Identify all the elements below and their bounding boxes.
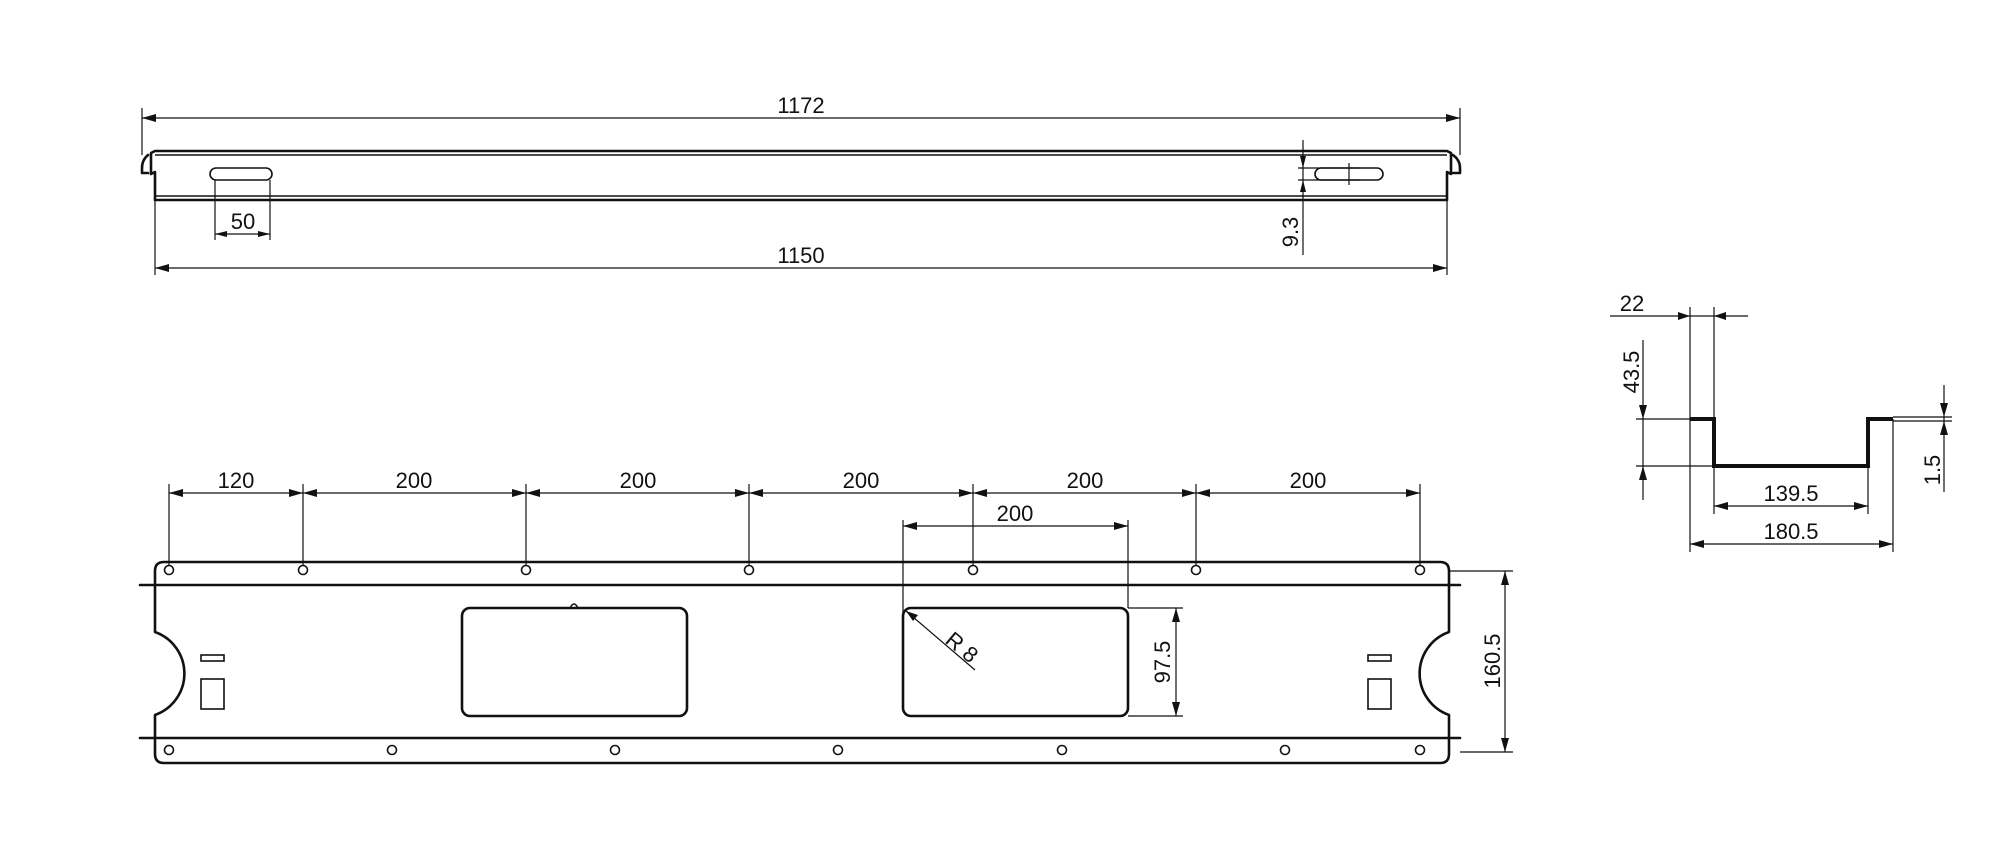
side-view: 1172 1150 50 9.3	[140, 93, 1462, 275]
hole	[1414, 744, 1426, 756]
dim-180.5-arrow-left	[1690, 540, 1704, 548]
dim-97.5-label: 97.5	[1150, 641, 1175, 684]
radius-leader-arrow	[906, 611, 918, 621]
dim-160.5-arrow-top	[1501, 571, 1509, 585]
dim-window-arrow-left	[903, 522, 917, 530]
pitch-label: 200	[1290, 468, 1327, 493]
pitch-arrow	[1406, 489, 1420, 497]
side-view-outline	[149, 149, 1453, 202]
hole	[163, 564, 175, 576]
hole	[520, 564, 532, 576]
dim-22-label: 22	[1620, 291, 1644, 316]
dim-139.5-arrow-right	[1854, 502, 1868, 510]
hole	[967, 564, 979, 576]
bottom-hole-row	[163, 744, 1426, 756]
left-hook	[140, 153, 150, 175]
pitch-arrow	[289, 489, 303, 497]
pitch-dimension-chain: 120 200 200 200 200 200	[168, 468, 1421, 565]
pitch-label: 200	[620, 468, 657, 493]
pitch-label-120: 120	[218, 468, 255, 493]
dim-9.3-arrow-bottom	[1300, 180, 1306, 192]
dim-window-arrow-right	[1114, 522, 1128, 530]
radius-leader	[905, 610, 976, 671]
hole	[1190, 564, 1202, 576]
dim-1.5-arrow-top	[1940, 403, 1948, 417]
dim-160.5-label: 160.5	[1480, 633, 1505, 688]
hole	[163, 744, 175, 756]
hole	[609, 744, 621, 756]
pitch-label: 200	[1067, 468, 1104, 493]
left-window-notch	[569, 603, 579, 609]
pitch-arrow	[735, 489, 749, 497]
right-square-cutout	[1367, 678, 1392, 710]
channel-profile	[1690, 417, 1893, 468]
dim-139.5-arrow-left	[1714, 502, 1728, 510]
dim-43.5-label: 43.5	[1619, 351, 1644, 394]
left-square-cutout	[200, 678, 225, 710]
dim-window-label: 200	[997, 501, 1034, 526]
hole	[1279, 744, 1291, 756]
dim-50-label: 50	[231, 209, 255, 234]
dim-180.5-arrow-right	[1879, 540, 1893, 548]
pitch-arrow	[512, 489, 526, 497]
hole	[386, 744, 398, 756]
dim-97.5-arrow-top	[1172, 608, 1180, 622]
pitch-arrow	[1182, 489, 1196, 497]
hole	[1056, 744, 1068, 756]
hole	[297, 564, 309, 576]
right-small-slot	[1367, 654, 1392, 662]
dim-50-arrow-left	[215, 231, 227, 237]
dim-1150-label: 1150	[777, 243, 824, 268]
dim-139.5-label: 139.5	[1763, 481, 1818, 506]
pitch-arrow	[959, 489, 973, 497]
dim-160.5-arrow-bottom	[1501, 738, 1509, 752]
dim-43.5-arrow-top	[1639, 405, 1647, 419]
dim-1.5-arrow-bottom	[1940, 421, 1948, 435]
left-slot	[209, 167, 273, 181]
pitch-arrow	[169, 489, 183, 497]
dim-9.3-label: 9.3	[1278, 217, 1303, 248]
hole	[1414, 564, 1426, 576]
dim-97.5-arrow-bottom	[1172, 702, 1180, 716]
dim-50-arrow-right	[258, 231, 270, 237]
dim-1172-arrow-left	[142, 114, 156, 122]
top-hole-row	[163, 564, 1426, 576]
dim-22-arrow-right	[1714, 312, 1726, 320]
dim-1150-arrow-right	[1433, 264, 1447, 272]
dim-1150-arrow-left	[155, 264, 169, 272]
pitch-arrow	[303, 489, 317, 497]
pitch-arrow	[1196, 489, 1210, 497]
hole	[743, 564, 755, 576]
dim-43.5-arrow-bottom	[1639, 466, 1647, 480]
right-window-cutout	[901, 606, 1130, 718]
right-hook	[1451, 153, 1462, 175]
dim-22-arrow-left	[1678, 312, 1690, 320]
dim-180.5-label: 180.5	[1763, 519, 1818, 544]
left-window-cutout	[460, 606, 689, 718]
pitch-arrow	[526, 489, 540, 497]
dim-1.5-label: 1.5	[1920, 455, 1945, 486]
dim-1172-label: 1172	[777, 93, 824, 118]
dim-1172-arrow-right	[1446, 114, 1460, 122]
plan-view: 120 200 200 200 200 200 200 R 8 97.5 160	[138, 468, 1513, 765]
hole	[832, 744, 844, 756]
plan-view-outline	[153, 560, 1451, 765]
radius-label: R 8	[941, 627, 983, 668]
pitch-arrow	[973, 489, 987, 497]
section-view: 22 43.5 1.5 139.5 180.5	[1610, 291, 1952, 552]
pitch-arrow	[749, 489, 763, 497]
left-small-slot	[200, 654, 225, 662]
pitch-label: 200	[843, 468, 880, 493]
pitch-label: 200	[396, 468, 433, 493]
dim-9.3-arrow-top	[1300, 156, 1306, 168]
